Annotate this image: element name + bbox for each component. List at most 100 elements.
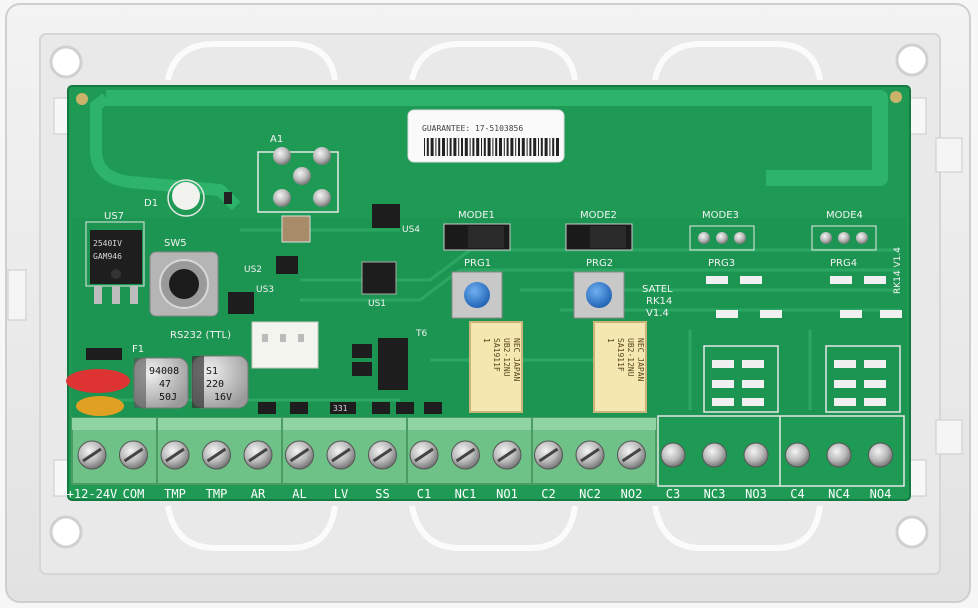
smd-pad: [834, 380, 856, 388]
barcode-bar: [487, 138, 491, 156]
terminal-label: NO1: [496, 487, 518, 501]
brand-block: SATEL RK14 V1.4 RK14 V1.4: [642, 247, 903, 319]
barcode-bar: [483, 138, 486, 156]
cap1-line-3: 50J: [159, 392, 177, 403]
relay2-line-3: UB2-12NU: [626, 338, 635, 377]
prg4-label: PRG4: [830, 258, 857, 269]
us4-label: US4: [402, 225, 420, 235]
terminal-label: C4: [790, 487, 804, 501]
smd-pad: [840, 310, 862, 318]
smd-pad: [760, 310, 782, 318]
barcode-bar: [453, 138, 457, 156]
mode1-label: MODE1: [458, 210, 495, 221]
smd-part: [372, 402, 390, 414]
smd-pad: [716, 310, 738, 318]
terminal-label: NC2: [579, 487, 601, 501]
smd-pad: [712, 398, 734, 406]
terminal-label: NC1: [455, 487, 477, 501]
barcode-bar: [556, 138, 559, 156]
smd-pad: [706, 276, 728, 284]
barcode-bar: [476, 138, 480, 156]
terminal-screw: [660, 442, 686, 468]
smd-part: [396, 402, 414, 414]
barcode-bar: [464, 138, 468, 156]
cap1-line-1: 94008: [149, 366, 179, 377]
barcode-bar: [499, 138, 502, 156]
barcode-bar: [481, 138, 482, 156]
smd-pad: [742, 380, 764, 388]
relay1-line-4: NEC JAPAN: [512, 338, 521, 382]
barcode-bar: [515, 138, 517, 156]
us7-label: US7: [104, 211, 124, 222]
terminal-label: COM: [123, 487, 145, 501]
prg2-label: PRG2: [586, 258, 613, 269]
us1-label: US1: [368, 299, 386, 309]
cap2-line-3: 16V: [214, 392, 232, 403]
barcode-bar: [449, 138, 452, 156]
terminal-label: AR: [251, 487, 266, 501]
smd-pad: [834, 398, 856, 406]
relay2-line-4: NEC JAPAN: [636, 338, 645, 382]
terminal-screw: [119, 440, 148, 470]
terminal-label: C2: [541, 487, 555, 501]
smd-pad: [742, 398, 764, 406]
terminal-screw: [409, 440, 439, 470]
barcode-bar: [492, 138, 494, 156]
fuse-f1: F1: [66, 344, 144, 416]
terminal-screw: [743, 442, 769, 468]
smd-pad: [864, 360, 886, 368]
terminal-label: +12-24V: [67, 487, 118, 501]
reg-marking-1: 2540IV: [93, 239, 122, 248]
cap2-line-1: S1: [206, 366, 218, 377]
barcode-bar: [458, 138, 460, 156]
brand-text: SATEL: [642, 284, 673, 295]
terminal-label: AL: [292, 487, 306, 501]
barcode-bar: [430, 138, 434, 156]
barcode-bar: [540, 138, 543, 156]
barcode-bar: [510, 138, 514, 156]
smd-pad: [864, 380, 886, 388]
antenna-connector: A1: [257, 134, 339, 213]
terminal-label: NC4: [828, 487, 850, 501]
terminal-screw: [77, 440, 107, 470]
mounting-hole: [895, 43, 929, 77]
smd-part: [290, 402, 308, 414]
barcode-bar: [469, 138, 471, 156]
barcode-bar: [461, 138, 463, 156]
relay1-line-2: SA1911F: [492, 338, 501, 372]
terminal-screw: [326, 440, 356, 470]
relay1-line-3: UB2-12NU: [502, 338, 511, 377]
barcode-bar: [472, 138, 475, 156]
terminal-label: SS: [375, 487, 389, 501]
barcode-bar: [544, 138, 548, 156]
terminal-label: NO4: [870, 487, 892, 501]
resistor-marking: 331: [333, 404, 348, 413]
model-text: RK14: [646, 296, 672, 307]
terminal-screws: [77, 440, 893, 470]
relay2-line-1: 1: [606, 338, 615, 343]
t6-label: T6: [415, 329, 427, 339]
smd-row: [258, 402, 442, 414]
led-label: D1: [144, 198, 158, 209]
barcode-bar: [518, 138, 520, 156]
guarantee-sticker: GUARANTEE: 17-5103856: [407, 109, 565, 163]
terminal-label: C1: [417, 487, 431, 501]
relay2-line-2: SA1911F: [616, 338, 625, 372]
mode-jumpers: MODE1 MODE2 MODE3 MODE4 PRG1 PRG2 PRG3 P…: [443, 210, 877, 269]
terminal-screw: [451, 440, 480, 470]
terminal-label: LV: [334, 487, 348, 501]
barcode-bar: [424, 138, 425, 156]
terminal-screw: [243, 440, 273, 470]
version-text: V1.4: [646, 308, 669, 319]
terminal-screw: [702, 442, 727, 468]
prg1-button: [451, 271, 503, 319]
regulator-us7: US7 2540IV GAM946: [85, 211, 145, 304]
barcode-bar: [503, 138, 505, 156]
mounting-hole: [49, 45, 83, 79]
terminal-screw: [575, 440, 605, 470]
relay1-line-1: 1: [482, 338, 491, 343]
prg1-label: PRG1: [464, 258, 491, 269]
barcode-bar: [426, 138, 429, 156]
us3-label: US3: [256, 285, 274, 295]
